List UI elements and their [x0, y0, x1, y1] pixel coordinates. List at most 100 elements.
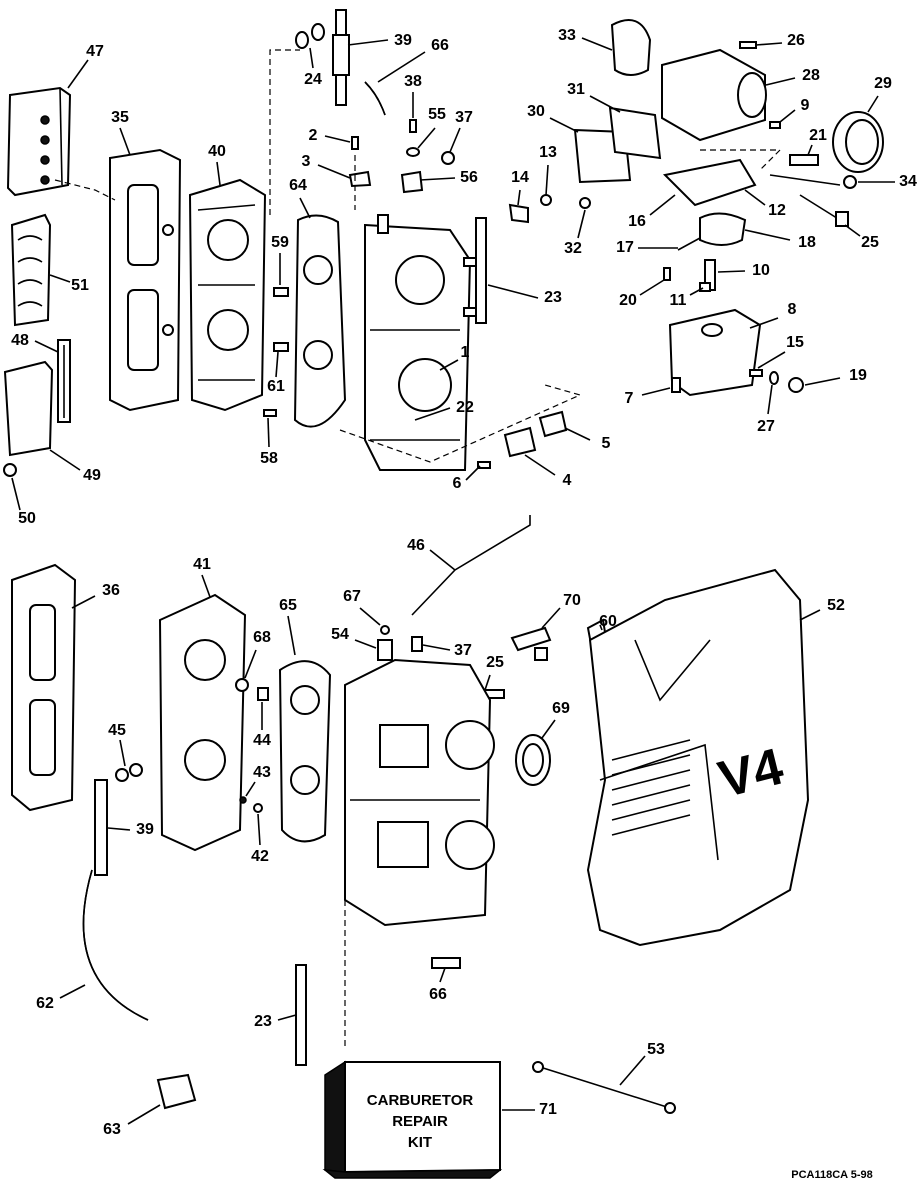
gasket-33 [610, 19, 652, 76]
callout-number: 47 [86, 43, 104, 60]
callout-number: 37 [455, 109, 473, 126]
callout-number: 42 [251, 848, 269, 865]
callout-number: 58 [260, 450, 278, 467]
callout-number: 56 [460, 169, 478, 186]
callout-number: 17 [616, 239, 634, 256]
ball-43 [239, 796, 247, 804]
screw-11 [699, 282, 711, 292]
callout-number: 24 [304, 71, 322, 88]
callout-leader [755, 42, 783, 46]
callout-leader [649, 194, 676, 216]
callout-number: 63 [103, 1121, 121, 1138]
bolts-59-61-58 [263, 287, 289, 417]
carburetor-repair-kit-box: CARBURETOR REPAIR KIT [322, 1060, 503, 1179]
callout-leader [799, 609, 821, 621]
callout-leader [541, 607, 561, 629]
washer-45a [115, 768, 129, 782]
small-hardware-upper [348, 119, 455, 194]
callout-leader [422, 644, 451, 651]
callout-leader [127, 1104, 161, 1125]
callout-number: 26 [787, 32, 805, 49]
fitting-70 [510, 626, 552, 661]
nut-34 [843, 175, 857, 189]
callout-number: 37 [454, 642, 472, 659]
pin-17 [677, 237, 701, 251]
callout-leader [804, 377, 841, 386]
plug-42 [253, 803, 263, 813]
callout-number: 43 [253, 764, 271, 781]
screw-13 [540, 194, 552, 206]
callout-leader [807, 144, 813, 156]
callout-number: 46 [407, 537, 425, 554]
callout-leader [324, 135, 351, 143]
reed-block-cover [6, 86, 72, 197]
callout-leader [354, 639, 377, 649]
callout-leader [244, 649, 257, 679]
callout-leader [541, 719, 556, 739]
callout-number: 36 [102, 582, 120, 599]
fitting-39 [332, 9, 350, 106]
assembly-line-1 [54, 179, 116, 201]
callout-leader [417, 127, 436, 149]
callout-number: 70 [563, 592, 581, 609]
callout-number: 55 [428, 106, 446, 123]
intake-manifold-lower [158, 593, 247, 852]
callout-number: 5 [602, 435, 611, 452]
kit-label-line-3: KIT [408, 1134, 432, 1151]
bolt-25-upper [835, 211, 849, 227]
rod-53 [539, 1066, 671, 1109]
callout-number: 7 [625, 390, 634, 407]
reed-stop [57, 339, 71, 423]
callout-leader [577, 209, 586, 239]
callout-number: 8 [788, 301, 797, 318]
callout-leader [744, 189, 766, 206]
callout-number: 39 [394, 32, 412, 49]
callout-number: 23 [254, 1013, 272, 1030]
callout-number: 28 [802, 67, 820, 84]
callout-leader [216, 161, 221, 186]
callout-leader [765, 77, 796, 86]
rod-53-end [532, 1061, 544, 1073]
callout-number: 54 [331, 626, 349, 643]
callout-leader [581, 37, 613, 51]
screw-7 [671, 377, 681, 393]
callout-leader [34, 340, 59, 353]
screw-50 [3, 463, 17, 477]
screw-20 [663, 267, 671, 281]
rod-34 [769, 174, 841, 186]
callout-number: 21 [809, 127, 827, 144]
float-bowl-8 [668, 308, 762, 397]
gasket-31 [608, 106, 662, 160]
callout-number: 34 [899, 173, 917, 190]
callout-number: 49 [83, 467, 101, 484]
callout-number: 41 [193, 556, 211, 573]
callout-number: 53 [647, 1041, 665, 1058]
callout-number: 19 [849, 367, 867, 384]
bracket-14 [508, 203, 529, 224]
callout-leader [11, 477, 21, 511]
callout-leader [867, 95, 879, 113]
callout-number: 25 [486, 654, 504, 671]
gasket-65 [278, 660, 332, 843]
drawing-code: PCA118CA 5-98 [791, 1169, 873, 1181]
engine-cover-52: V4 [586, 568, 810, 947]
callout-number: 14 [511, 169, 529, 186]
callout-leader [619, 1055, 646, 1086]
callout-number: 10 [752, 262, 770, 279]
callout-number: 45 [108, 722, 126, 739]
callout-number: 68 [253, 629, 271, 646]
reed-petals [10, 213, 52, 327]
callout-number: 20 [619, 292, 637, 309]
callout-leader [429, 549, 456, 571]
callout-number: 18 [798, 234, 816, 251]
washer-27 [769, 371, 779, 385]
callout-number: 38 [404, 73, 422, 90]
float-gasket-16 [662, 158, 757, 207]
callout-leader [347, 39, 389, 46]
callout-number: 25 [861, 234, 879, 251]
hose-66-lower-inner [82, 869, 149, 1021]
callout-leader [599, 624, 603, 631]
callout-number: 11 [670, 292, 687, 309]
screw-26 [739, 41, 757, 49]
